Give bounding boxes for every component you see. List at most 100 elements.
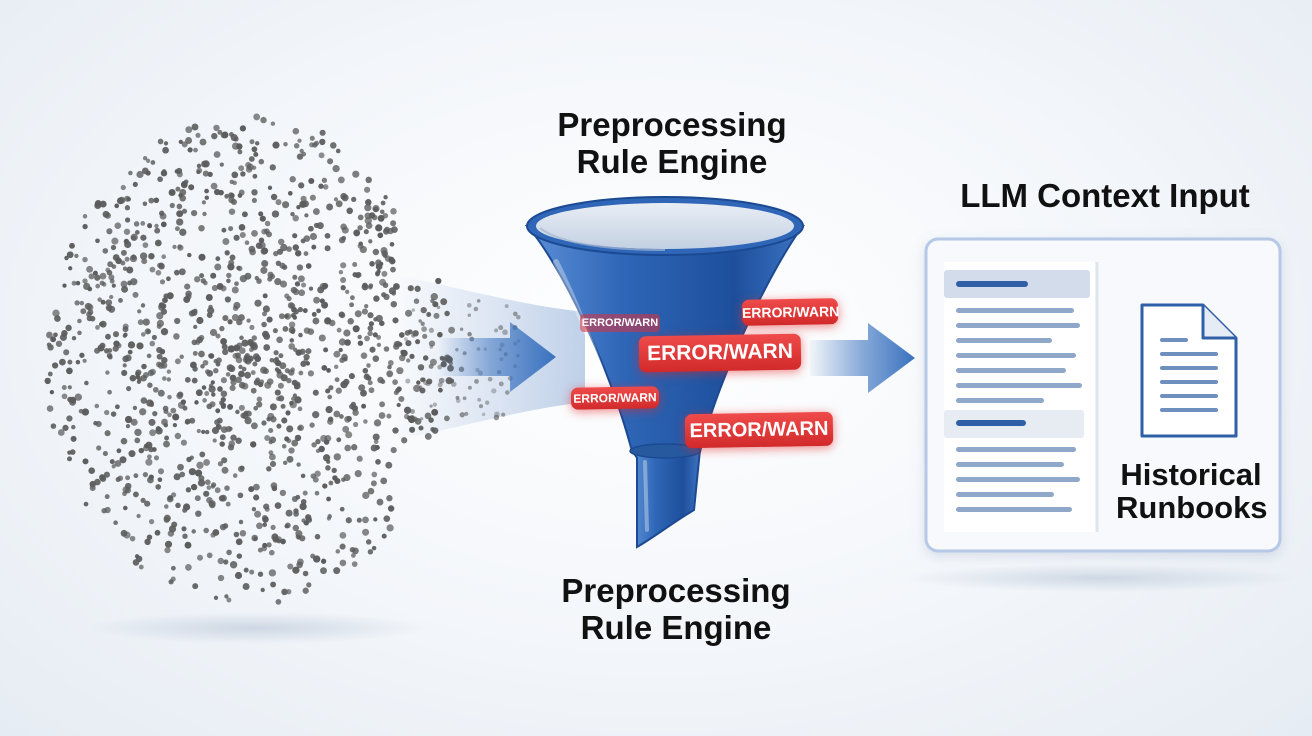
log-dot: [307, 370, 315, 377]
log-dot: [294, 281, 301, 287]
log-dot: [287, 563, 294, 570]
log-dot: [235, 376, 242, 384]
log-dot: [172, 422, 178, 428]
log-dot: [360, 389, 367, 397]
log-dot: [430, 427, 436, 432]
log-dot: [241, 382, 249, 390]
log-dot: [269, 357, 275, 363]
log-dot: [284, 314, 289, 319]
log-dot: [215, 408, 221, 414]
log-dot: [351, 405, 359, 412]
log-dot: [312, 389, 319, 396]
log-dot: [252, 483, 260, 491]
stream-dot: [429, 404, 433, 408]
log-dot: [220, 377, 227, 384]
log-dot: [136, 170, 144, 179]
log-dot: [226, 272, 232, 279]
error-warn-tag-large: ERROR/WARN: [638, 333, 802, 373]
log-dot: [231, 199, 237, 205]
log-dot: [66, 251, 74, 259]
log-dot: [285, 410, 291, 416]
log-dot: [83, 501, 89, 507]
log-dot: [118, 196, 126, 204]
log-dot: [372, 433, 380, 441]
log-dot: [146, 223, 153, 229]
log-dot: [185, 137, 193, 144]
log-dot: [277, 238, 285, 246]
log-dot: [246, 318, 251, 323]
log-dot: [398, 332, 405, 338]
log-dot: [184, 419, 190, 425]
log-dot: [62, 283, 67, 288]
log-dot: [238, 519, 244, 525]
log-dot: [392, 427, 399, 434]
log-dot: [338, 311, 345, 318]
log-dot: [95, 325, 100, 330]
log-dot: [340, 192, 348, 200]
text-line: [956, 353, 1076, 358]
stream-dot: [462, 396, 467, 401]
log-dot: [368, 387, 375, 394]
log-dot: [363, 229, 369, 235]
log-dot: [218, 495, 226, 502]
log-dot: [187, 252, 192, 258]
engine-title-bottom-line-2: Rule Engine: [580, 608, 772, 646]
log-dot: [337, 176, 345, 184]
log-dot: [203, 490, 210, 497]
log-dot: [225, 501, 231, 507]
log-dot: [194, 495, 201, 502]
log-dot: [154, 227, 161, 234]
log-dot: [373, 295, 380, 302]
log-dot: [123, 238, 130, 245]
log-dot: [271, 533, 279, 541]
log-dot: [368, 285, 373, 290]
log-dot: [109, 278, 115, 284]
log-dot: [340, 381, 348, 389]
log-dot: [49, 389, 55, 395]
log-dot: [269, 453, 276, 461]
log-dot: [435, 277, 442, 285]
log-dot: [155, 484, 162, 490]
log-dot: [239, 125, 247, 132]
text-line: [956, 447, 1076, 452]
log-dot: [377, 376, 384, 384]
stream-dot: [487, 376, 493, 382]
log-dot: [214, 419, 221, 426]
log-dot: [352, 547, 359, 555]
log-dot: [125, 423, 131, 429]
log-dot: [142, 371, 150, 379]
log-dot: [372, 248, 380, 256]
log-dot: [182, 533, 188, 539]
log-dot: [106, 228, 113, 235]
log-dot: [422, 333, 428, 339]
log-dot: [306, 582, 312, 588]
log-dot: [249, 139, 255, 145]
log-dot: [219, 441, 225, 447]
log-dot: [202, 211, 207, 217]
log-dot: [263, 503, 270, 510]
log-dot: [367, 325, 374, 332]
log-dot: [65, 324, 72, 332]
log-dot: [254, 510, 262, 518]
log-dot: [110, 411, 117, 417]
log-dot: [323, 303, 329, 308]
log-dot: [269, 460, 277, 468]
log-dot: [196, 316, 204, 325]
log-dot: [330, 142, 337, 149]
log-dot: [184, 377, 191, 383]
log-dot: [84, 380, 89, 386]
log-dot: [326, 203, 334, 211]
log-dot: [326, 516, 331, 521]
log-dot: [237, 193, 243, 198]
log-dot: [71, 335, 77, 341]
log-dot: [241, 339, 249, 347]
log-dot: [323, 439, 330, 445]
log-dot: [270, 416, 277, 423]
log-dot: [375, 314, 383, 323]
log-dot: [94, 202, 102, 209]
log-dot: [318, 334, 326, 342]
log-dot: [102, 451, 108, 457]
log-dot: [172, 244, 177, 250]
log-dot: [371, 471, 378, 478]
